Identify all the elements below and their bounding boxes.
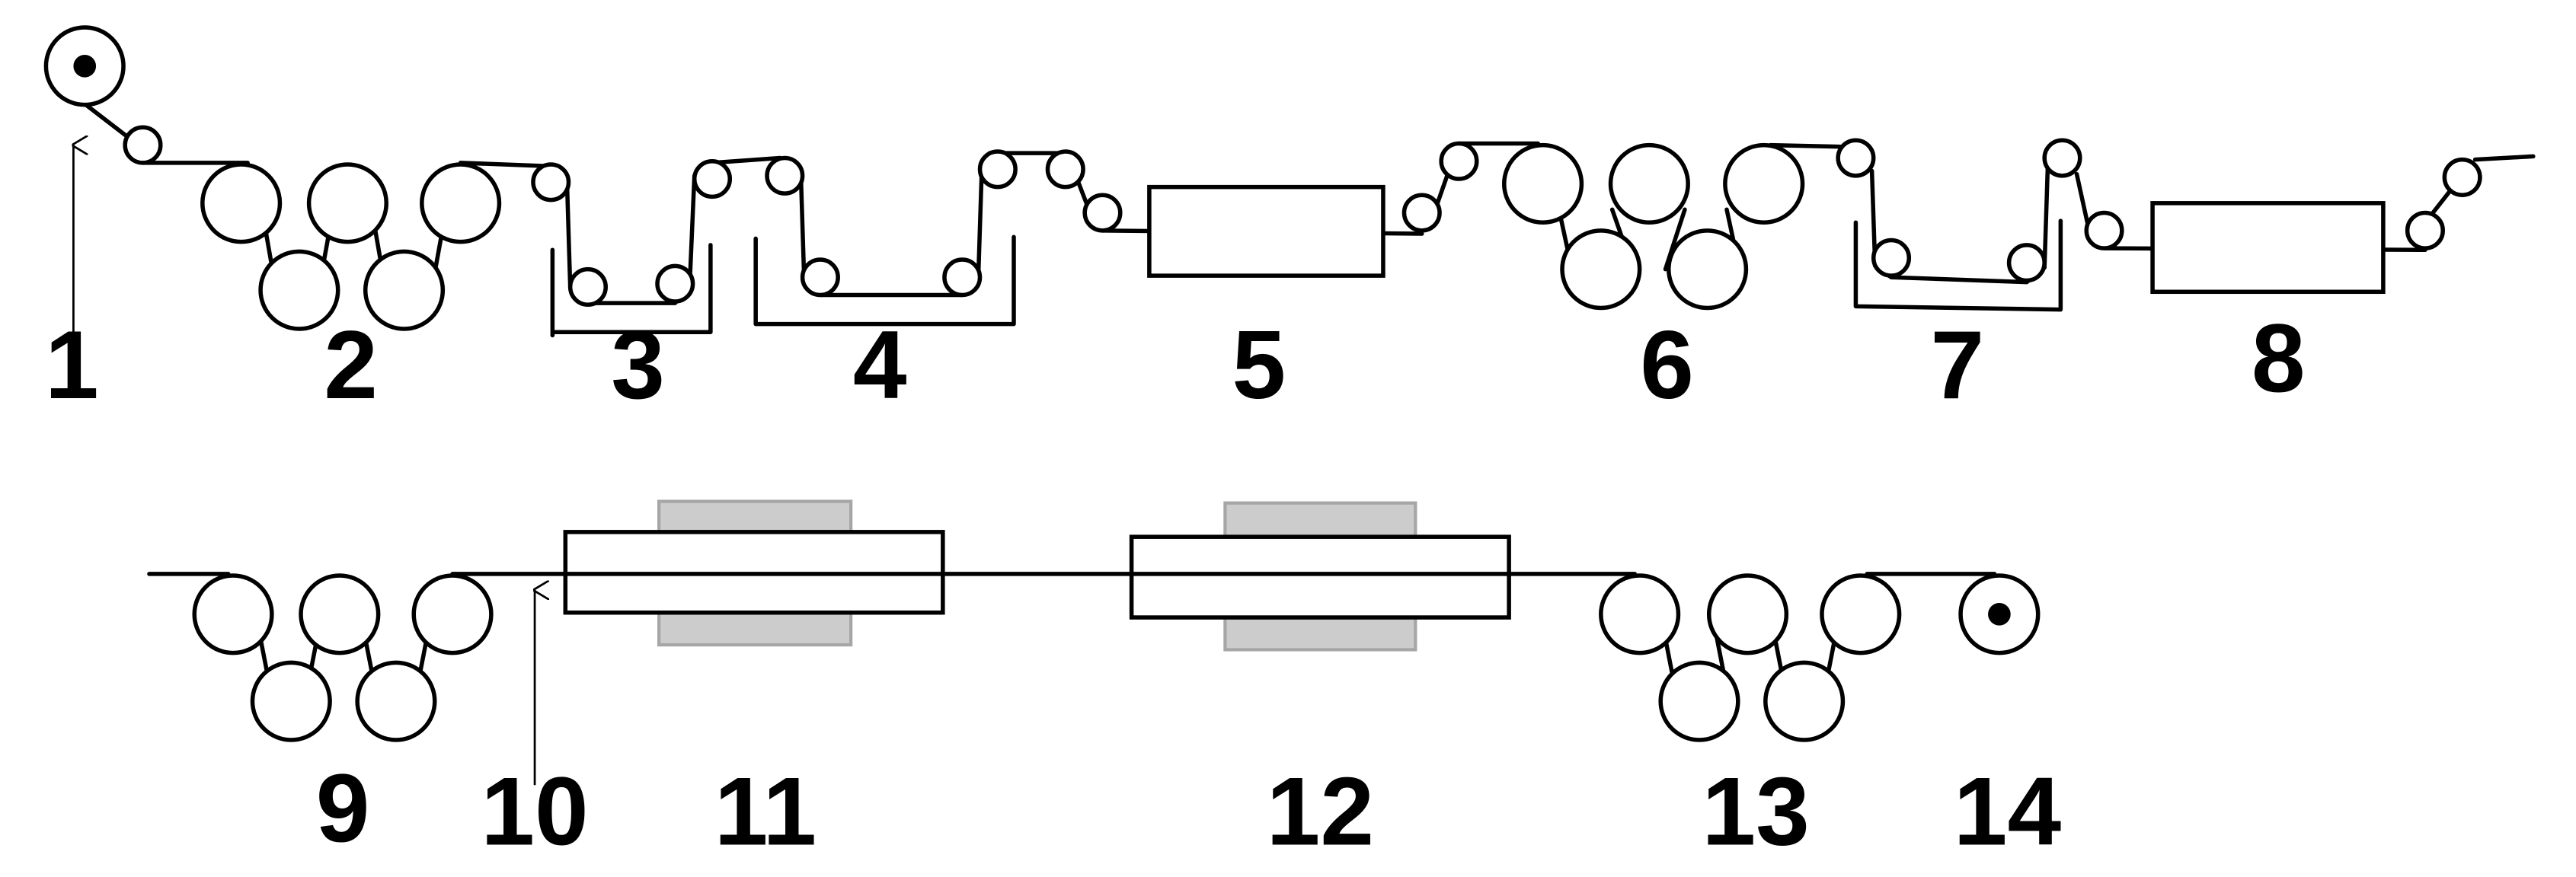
guide-roller — [942, 257, 983, 298]
guide-roller — [2042, 138, 2082, 178]
stage-label-7: 7 — [1930, 311, 1984, 419]
chamber-5 — [1147, 184, 1385, 278]
stage-label-10: 10 — [481, 757, 588, 866]
guide-roller — [567, 266, 608, 307]
stage-label-8: 8 — [2252, 305, 2306, 413]
unwind-roll — [43, 25, 126, 107]
stage-label-1: 1 — [45, 311, 99, 419]
tank-3 — [550, 243, 713, 338]
stage-label-11: 11 — [714, 757, 817, 866]
guide-roller — [2006, 243, 2047, 283]
tank-4 — [753, 234, 1016, 327]
guide-roller — [2405, 210, 2445, 250]
guide-roller — [2084, 210, 2124, 250]
guide-roller — [2442, 157, 2482, 197]
guide-roller — [692, 159, 733, 199]
guide-roller — [531, 162, 571, 203]
guide-roller — [977, 149, 1018, 190]
stage-label-13: 13 — [1702, 757, 1809, 866]
roller-stand-9 — [192, 573, 494, 742]
guide-roller — [1045, 149, 1085, 190]
roller-stand-2 — [200, 162, 502, 331]
stage-label-9: 9 — [316, 754, 370, 862]
guide-roller — [1439, 141, 1479, 181]
guide-roller — [1836, 138, 1876, 178]
heater-block-11-bottom — [657, 608, 853, 647]
guide-roller — [1082, 193, 1123, 233]
stage-label-12: 12 — [1267, 757, 1374, 866]
chamber-8 — [2150, 201, 2386, 295]
tank-7 — [1853, 218, 2063, 312]
guide-roller — [123, 125, 163, 165]
roller-stand-13 — [1599, 573, 1902, 742]
guide-roller — [765, 155, 805, 196]
stage-label-14: 14 — [1954, 757, 2061, 866]
guide-roller — [800, 257, 840, 298]
guide-roller — [1401, 193, 1442, 233]
furnace-12 — [1129, 534, 1511, 620]
guide-roller — [655, 263, 695, 304]
stage-label-4: 4 — [853, 311, 907, 419]
stage-label-5: 5 — [1232, 311, 1286, 419]
winder-roll — [1958, 573, 2041, 655]
stage-label-6: 6 — [1640, 311, 1694, 419]
stage-label-3: 3 — [611, 311, 665, 419]
guide-roller — [1871, 238, 1912, 278]
heater-block-12-top — [1223, 501, 1417, 542]
roller-stand-6 — [1502, 142, 1805, 311]
stage-label-2: 2 — [324, 311, 378, 419]
